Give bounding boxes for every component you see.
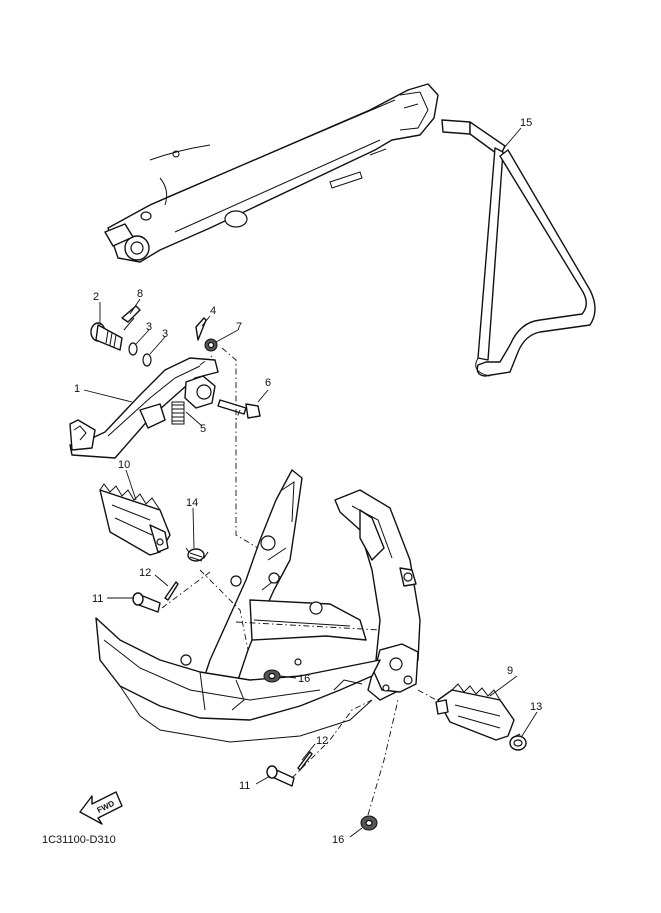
washer-16-frame xyxy=(263,669,281,683)
brake-pedal xyxy=(69,357,219,459)
callout-9: 9 xyxy=(507,665,513,677)
callout-6: 6 xyxy=(265,377,271,389)
clevis-pin xyxy=(195,317,207,341)
swingarm xyxy=(104,83,439,263)
callout-1: 1 xyxy=(74,383,80,395)
washer-7 xyxy=(204,338,218,352)
stand xyxy=(441,119,596,377)
callouts: 1 2 8 3 3 4 7 6 5 10 14 12 11 16 9 13 12… xyxy=(74,117,542,846)
callout-5: 5 xyxy=(200,423,206,435)
callout-3a: 3 xyxy=(146,321,152,333)
footrest-spring xyxy=(185,547,209,562)
callout-10: 10 xyxy=(118,459,130,471)
callout-4: 4 xyxy=(210,305,216,317)
callout-3b: 3 xyxy=(162,328,168,340)
washer-16-bottom xyxy=(360,815,378,831)
callout-13: 13 xyxy=(530,701,542,713)
split-pin-right xyxy=(297,751,313,771)
callout-11a: 11 xyxy=(92,593,103,605)
callout-8: 8 xyxy=(137,288,143,300)
callout-12a: 12 xyxy=(139,567,151,579)
cotter-pin xyxy=(121,305,141,331)
clip xyxy=(509,733,527,751)
diagram-code: 1C31100-D310 xyxy=(42,834,116,846)
callout-2: 2 xyxy=(93,291,99,303)
bolt-6 xyxy=(217,399,261,419)
brake-spring xyxy=(171,401,185,425)
callout-12b: 12 xyxy=(316,735,328,747)
footrest-left xyxy=(99,483,171,556)
footrest-pin xyxy=(132,592,161,613)
footrest-right xyxy=(435,683,515,741)
callout-7: 7 xyxy=(236,321,242,333)
footrest-pin-right xyxy=(266,765,295,787)
pivot-bolt xyxy=(90,322,123,351)
washers xyxy=(128,342,152,367)
leader-lines xyxy=(83,127,538,838)
split-pin xyxy=(164,581,179,601)
assembly-lines xyxy=(161,347,441,816)
callout-15: 15 xyxy=(520,117,532,129)
callout-11b: 11 xyxy=(239,780,250,792)
callout-16b: 16 xyxy=(332,834,344,846)
callout-16a: 16 xyxy=(298,673,310,685)
frame xyxy=(95,469,421,743)
callout-14: 14 xyxy=(186,497,198,509)
fwd-arrow-icon: FWD xyxy=(79,791,123,825)
